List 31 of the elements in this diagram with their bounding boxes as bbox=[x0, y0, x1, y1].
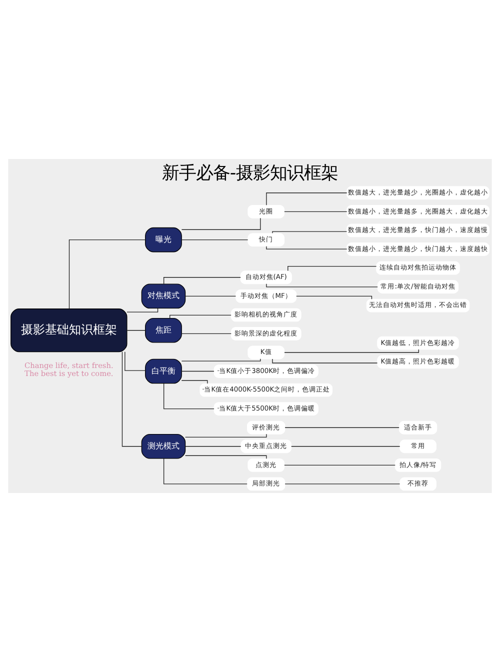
connector bbox=[284, 210, 348, 212]
connector bbox=[272, 358, 378, 363]
diagram-title: 新手必备-摄影知识框架 bbox=[162, 162, 338, 183]
connector bbox=[185, 295, 236, 296]
connector bbox=[284, 464, 396, 465]
connector bbox=[184, 433, 267, 437]
connector bbox=[266, 192, 348, 205]
connector bbox=[181, 380, 208, 384]
connector bbox=[184, 454, 267, 458]
connector bbox=[181, 238, 248, 240]
connector bbox=[296, 295, 372, 299]
connector bbox=[266, 283, 378, 287]
connector bbox=[181, 332, 232, 334]
connector bbox=[288, 265, 377, 271]
connector bbox=[126, 308, 158, 312]
connector bbox=[284, 348, 419, 352]
connector bbox=[170, 314, 232, 318]
connector bbox=[272, 230, 348, 233]
connector bbox=[163, 382, 214, 409]
connector bbox=[181, 358, 261, 361]
connector bbox=[181, 217, 261, 230]
connector bbox=[122, 351, 142, 446]
connector bbox=[68, 238, 146, 308]
connector bbox=[124, 351, 146, 370]
connector bbox=[266, 245, 348, 249]
connector bbox=[181, 370, 214, 372]
connector bbox=[284, 483, 400, 484]
connector bbox=[163, 458, 248, 484]
node-box: 摄影基础知识框架 bbox=[10, 308, 128, 352]
connector bbox=[284, 426, 400, 428]
connector bbox=[163, 276, 241, 284]
